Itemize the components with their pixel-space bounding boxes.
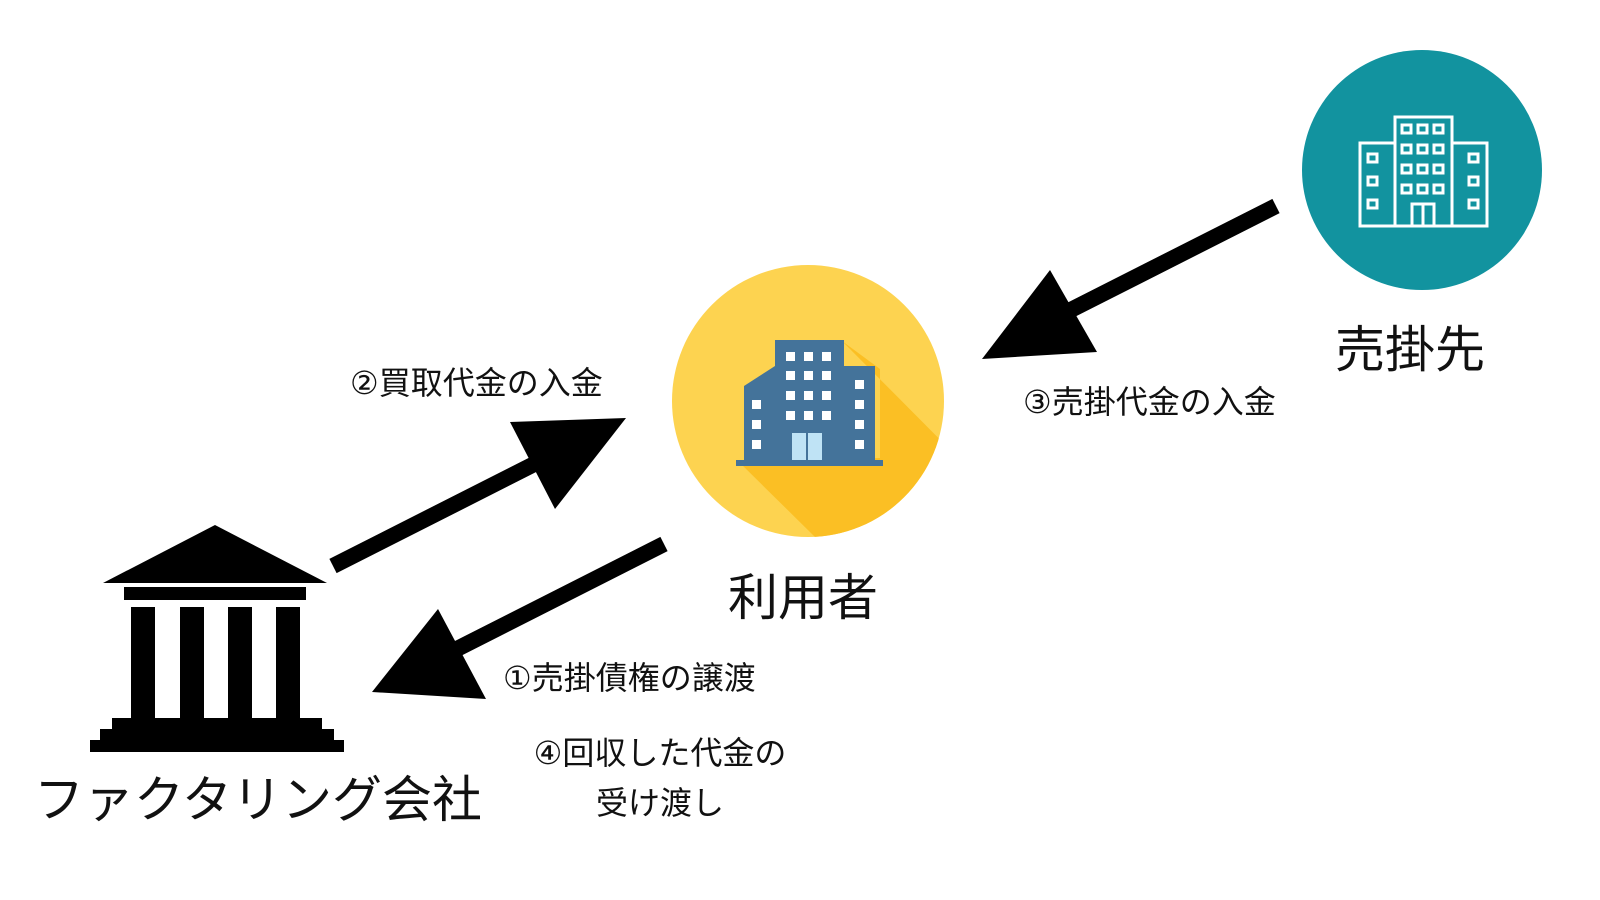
customer-circle <box>1302 50 1542 290</box>
step2-label: ②買取代金の入金 <box>350 364 603 402</box>
step4-line1: ④回収した代金の <box>533 734 787 772</box>
user-label: 利用者 <box>728 569 878 627</box>
step4-line2: 受け渡し <box>595 784 724 822</box>
office-building-icon <box>736 340 883 466</box>
arrow-step3 <box>982 198 1280 359</box>
step1-label: ①売掛債権の譲渡 <box>503 659 756 697</box>
office-building-icon <box>1358 115 1489 228</box>
bank-building-icon <box>90 525 344 752</box>
arrow-step2 <box>329 418 626 574</box>
step3-label: ③売掛代金の入金 <box>1023 383 1276 421</box>
user-icon <box>672 265 944 537</box>
customer-label: 売掛先 <box>1335 321 1485 379</box>
factoring-company-label: ファクタリング会社 <box>34 771 482 829</box>
step4-label: ④回収した代金の 受け渡し <box>510 728 810 828</box>
arrow-step1 <box>372 536 668 699</box>
customer-icon <box>1302 50 1542 290</box>
user-long-shadow <box>740 341 944 537</box>
